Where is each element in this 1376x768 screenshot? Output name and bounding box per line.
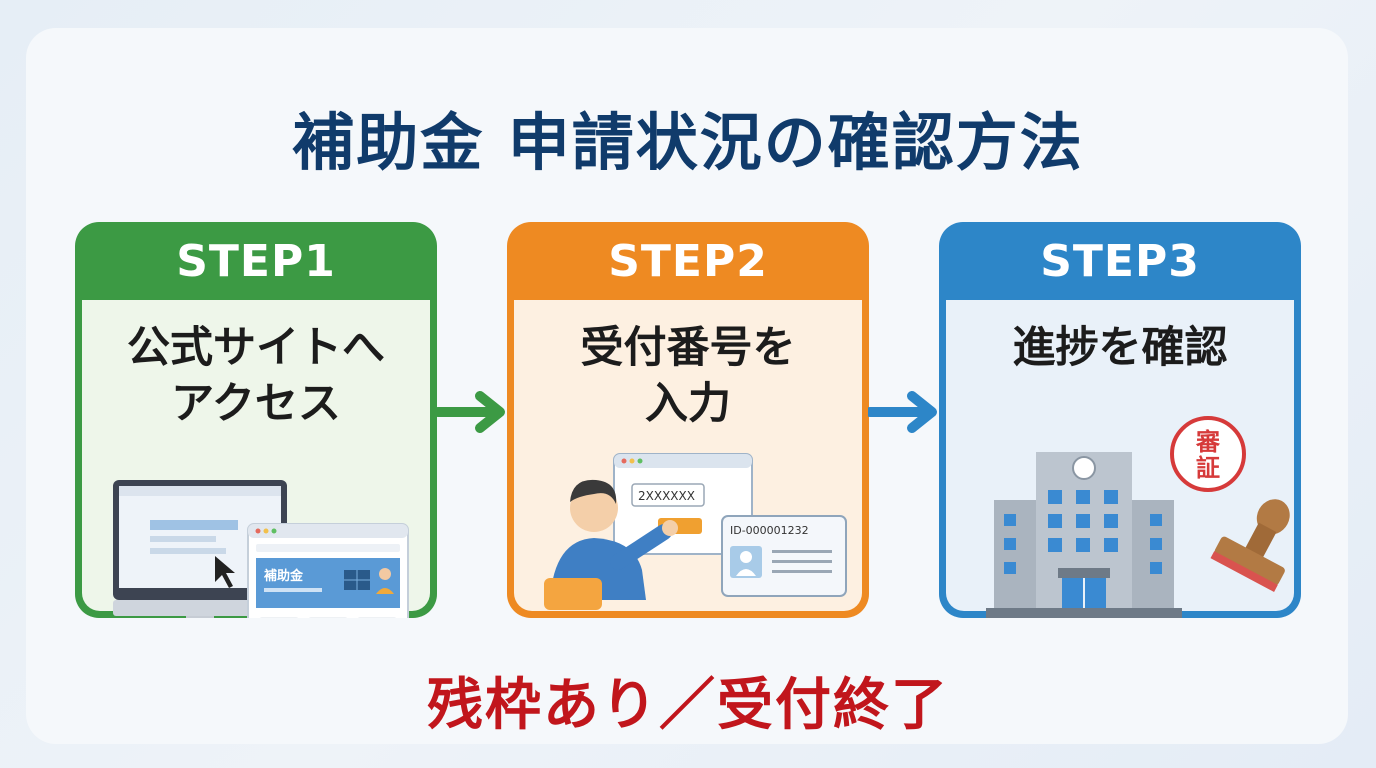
id-card-icon: ID-000001232 xyxy=(721,515,847,597)
step2-line1: 受付番号を xyxy=(580,323,796,373)
step2-line2: 入力 xyxy=(645,379,731,429)
step1-card: STEP1 公式サイトへ アクセス xyxy=(75,222,437,618)
browser-window-icon: 補助金 xyxy=(247,523,409,618)
seal-text-top: 審 xyxy=(1195,428,1221,456)
website-illustration: 補助金 xyxy=(113,480,409,618)
step2-card: STEP2 受付番号を 入力 2XXXXXX xyxy=(507,222,869,618)
step1-line2: アクセス xyxy=(171,379,341,429)
stamp-icon xyxy=(1210,499,1290,592)
id-card-text: ID-000001232 xyxy=(730,524,809,537)
office-illustration: 審 証 xyxy=(986,416,1290,618)
monitor-icon xyxy=(113,480,287,618)
status-note: 残枠あり／受付終了 xyxy=(427,673,949,738)
step3-description: 進捗を確認 xyxy=(946,320,1294,376)
input-value-text: 2XXXXXX xyxy=(638,489,695,503)
step1-header: STEP1 xyxy=(176,235,336,287)
step2-description: 受付番号を 入力 xyxy=(514,320,862,432)
site-banner-text: 補助金 xyxy=(263,568,304,584)
page-title: 補助金 申請状況の確認方法 xyxy=(292,106,1084,179)
arrow-right-icon xyxy=(868,391,937,433)
step2-body: 受付番号を 入力 2XXXXXX I xyxy=(514,300,862,611)
step3-header: STEP3 xyxy=(1040,235,1200,287)
number-input-illustration: 2XXXXXX ID-000001232 xyxy=(544,453,847,610)
seal-text-bottom: 証 xyxy=(1196,454,1220,482)
approval-seal-icon: 審 証 xyxy=(1170,416,1246,492)
cursor-icon xyxy=(215,556,235,588)
step3-body: 進捗を確認 xyxy=(946,300,1294,618)
step1-description: 公式サイトへ アクセス xyxy=(82,320,430,432)
step2-header: STEP2 xyxy=(608,235,768,287)
step1-body: 公式サイトへ アクセス xyxy=(82,300,430,618)
chair-icon xyxy=(544,578,602,610)
arrow-right-icon xyxy=(436,391,505,433)
building-icon xyxy=(986,452,1182,618)
step3-card: STEP3 進捗を確認 xyxy=(939,222,1301,618)
step3-line1: 進捗を確認 xyxy=(1012,323,1228,373)
person-icon xyxy=(379,568,391,580)
step1-line1: 公式サイトへ xyxy=(127,323,385,373)
person-icon xyxy=(550,479,678,600)
number-field-icon xyxy=(631,483,705,507)
